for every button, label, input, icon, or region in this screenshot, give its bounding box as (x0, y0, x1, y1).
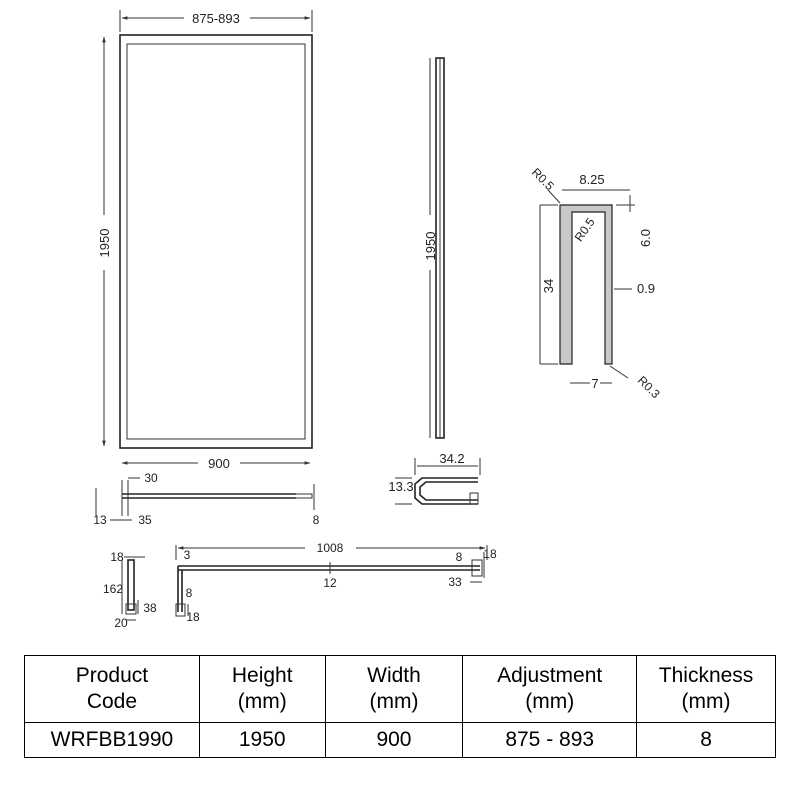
bracket-body (127, 559, 135, 611)
pad-height-dim: 18 (186, 610, 200, 624)
plan-offset-dim: 13 (93, 513, 107, 527)
arm-length-dim: 1008 (317, 541, 344, 555)
inner-radius-label: R0.5 (572, 215, 598, 244)
profile-height-dim: 34 (541, 279, 556, 293)
profile-width-dim: 8.25 (579, 172, 604, 187)
arm-clamp-height-dim: 18 (483, 547, 497, 561)
spec-table-header-row: Product Code Height (mm) Width (mm) Adju… (24, 655, 776, 723)
header-adjustment: Adjustment (mm) (462, 655, 638, 723)
bracket-top-dim: 18 (110, 550, 124, 564)
panel-frame-outer (119, 34, 313, 449)
arm-offset-dim: 33 (448, 575, 462, 589)
spec-table-row: WRFBB1990 1950 900 875 - 893 8 (24, 722, 776, 758)
cell-width: 900 (324, 722, 464, 758)
wall-thickness-dim: 0.9 (637, 281, 655, 296)
u-width-dim: 34.2 (439, 451, 464, 466)
header-product-code: Product Code (24, 655, 200, 723)
u-profile-detail: 34.2 13.3 (388, 451, 481, 505)
pad-dim: 8 (186, 586, 193, 600)
side-panel-view: 1950 (423, 57, 445, 439)
arm-clamp-dim: 8 (456, 550, 463, 564)
support-arm-detail: 1008 3 12 8 18 33 8 18 (175, 541, 497, 624)
channel-profile-shape (559, 204, 613, 365)
spec-table: Product Code Height (mm) Width (mm) Adju… (24, 655, 776, 758)
plan-lip-dim: 30 (144, 471, 158, 485)
tip-radius-label: R0.3 (635, 373, 663, 401)
outer-radius-label: R0.5 (529, 165, 557, 193)
cell-adjustment: 875 - 893 (462, 722, 638, 758)
header-thickness: Thickness (mm) (636, 655, 776, 723)
width-adjust-dim: 875-893 (192, 11, 240, 26)
panel-glass-inner (126, 43, 306, 440)
u-height-dim: 13.3 (388, 479, 413, 494)
panel-height-dim: 1950 (97, 229, 112, 258)
plan-right-width-dim: 8 (313, 513, 320, 527)
wall-bracket-detail: 18 162 38 20 (103, 550, 157, 630)
bracket-height-dim: 162 (103, 582, 123, 596)
bracket-bottom-dim: 20 (114, 616, 128, 630)
arm-center-dim: 12 (323, 576, 337, 590)
front-panel-view: 875-893 1950 900 (97, 10, 313, 471)
profile-base-dim: 7 (591, 376, 598, 391)
header-height: Height (mm) (198, 655, 326, 723)
cell-height: 1950 (198, 722, 326, 758)
plan-view: 30 13 35 8 (93, 471, 319, 527)
side-height-dim: 1950 (423, 232, 438, 261)
profile-depth-dim: 6.0 (638, 229, 653, 247)
panel-width-dim: 900 (208, 456, 230, 471)
arm-end-gap-dim: 3 (184, 548, 191, 562)
plan-left-width-dim: 35 (138, 513, 152, 527)
header-width: Width (mm) (324, 655, 464, 723)
u-profile-shape (414, 477, 478, 505)
cell-product-code: WRFBB1990 (24, 722, 200, 758)
technical-drawing: 875-893 1950 900 1950 34 8.25 6.0 R0.5 R… (93, 10, 663, 630)
bracket-depth-dim: 38 (143, 601, 157, 615)
cell-thickness: 8 (636, 722, 776, 758)
channel-profile-detail: 34 8.25 6.0 R0.5 R0.5 0.9 7 R0.3 (529, 165, 663, 401)
